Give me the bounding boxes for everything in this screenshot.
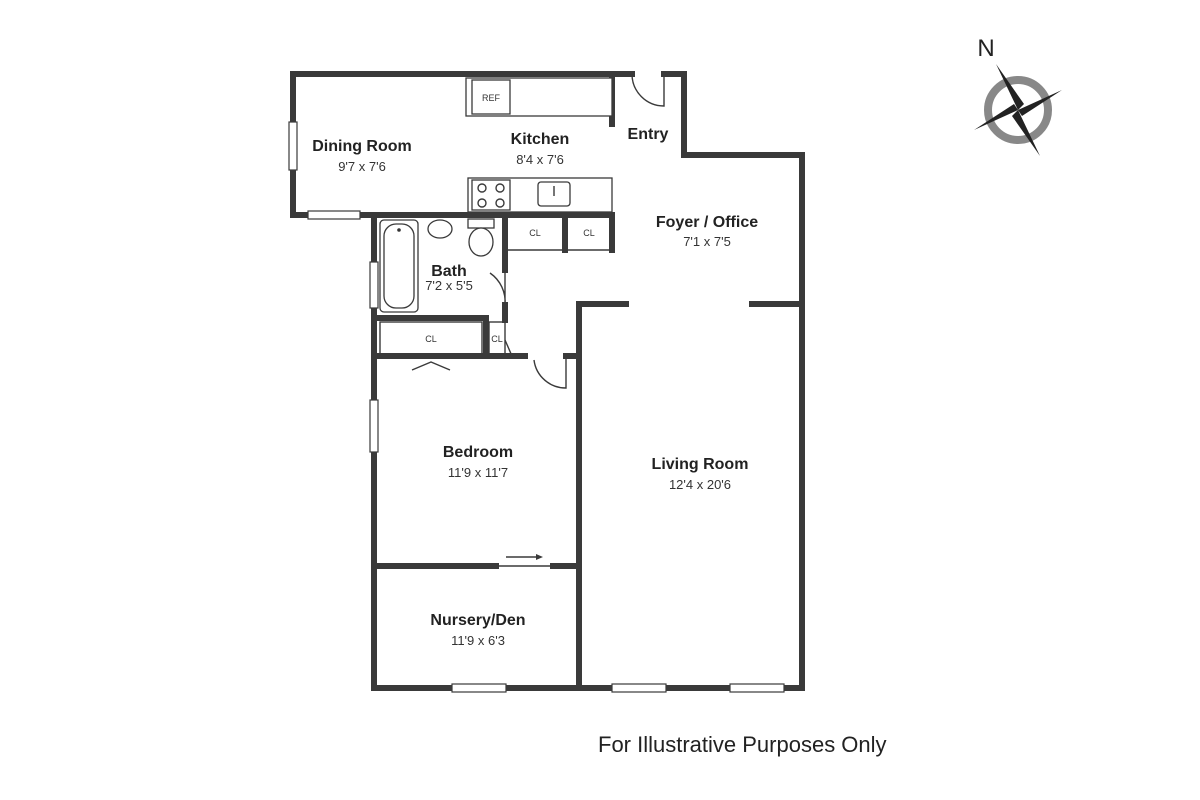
window-living-1 bbox=[611, 683, 667, 693]
kitchen-name: Kitchen bbox=[511, 131, 570, 148]
bathtub-inner bbox=[383, 223, 415, 309]
window-dining-west bbox=[288, 121, 298, 171]
drain-icon bbox=[397, 228, 401, 232]
living-room-dims: 12'4 x 20'6 bbox=[669, 477, 731, 492]
compass-needle-west bbox=[974, 104, 1018, 130]
closet-label: CL bbox=[583, 228, 595, 238]
bath-door bbox=[489, 270, 506, 306]
window-living-2 bbox=[729, 683, 785, 693]
window-bath bbox=[369, 261, 379, 309]
window-nursery bbox=[451, 683, 507, 693]
bedroom-door bbox=[533, 356, 567, 389]
foyer-name: Foyer / Office bbox=[656, 214, 758, 231]
dining-room-name: Dining Room bbox=[312, 138, 412, 155]
disclaimer-text: For Illustrative Purposes Only bbox=[598, 732, 887, 757]
toilet-tank bbox=[467, 218, 495, 229]
ref-label: REF bbox=[482, 93, 501, 103]
windows bbox=[288, 121, 785, 693]
kitchen-dims: 8'4 x 7'6 bbox=[516, 152, 564, 167]
compass-needle-east bbox=[1018, 90, 1062, 116]
burner-icon bbox=[477, 198, 487, 208]
compass-needle-north bbox=[996, 64, 1024, 110]
bedroom-name: Bedroom bbox=[443, 444, 513, 461]
bath-name: Bath bbox=[431, 263, 467, 280]
kitchen-fixtures: REF bbox=[465, 77, 613, 213]
compass-needle-south bbox=[1012, 110, 1040, 156]
closet-label: CL bbox=[425, 334, 437, 344]
burner-icon bbox=[495, 198, 505, 208]
window-bedroom bbox=[369, 399, 379, 453]
bath-fixtures bbox=[379, 218, 495, 313]
compass-north-label: N bbox=[977, 35, 994, 62]
bedroom-closet bbox=[379, 321, 483, 355]
foyer-dims: 7'1 x 7'5 bbox=[683, 234, 731, 249]
entry-door bbox=[631, 73, 665, 107]
toilet-bowl bbox=[468, 227, 494, 257]
hall-closet bbox=[488, 321, 506, 355]
stove bbox=[471, 179, 511, 211]
bedroom-dims: 11'9 x 11'7 bbox=[448, 465, 508, 480]
refrigerator bbox=[471, 79, 511, 115]
entry-name: Entry bbox=[628, 126, 669, 143]
closet-label: CL bbox=[529, 228, 541, 238]
bath-sink bbox=[427, 219, 453, 239]
burner-icon bbox=[495, 183, 505, 193]
walls bbox=[290, 71, 805, 691]
doors bbox=[489, 73, 665, 567]
closet-door-mark bbox=[411, 361, 451, 371]
slider-arrow-head bbox=[536, 554, 543, 560]
room-labels: Dining Room 9'7 x 7'6 Kitchen 8'4 x 7'6 … bbox=[312, 126, 758, 648]
wall-entry-foyer bbox=[661, 71, 805, 307]
closet-label: CL bbox=[491, 334, 503, 344]
living-room-name: Living Room bbox=[652, 456, 749, 473]
dining-room-dims: 9'7 x 7'6 bbox=[338, 159, 386, 174]
compass-rose-icon: N bbox=[974, 35, 1062, 156]
burner-icon bbox=[477, 183, 487, 193]
nursery-dims: 11'9 x 6'3 bbox=[451, 633, 505, 648]
bath-dims: 7'2 x 5'5 bbox=[425, 278, 473, 293]
window-dining-south bbox=[307, 210, 361, 220]
nursery-name: Nursery/Den bbox=[430, 612, 525, 629]
compass-ring bbox=[984, 76, 1052, 144]
closets: CL CL CL CL bbox=[379, 228, 595, 371]
closet-door-swing bbox=[504, 339, 513, 357]
